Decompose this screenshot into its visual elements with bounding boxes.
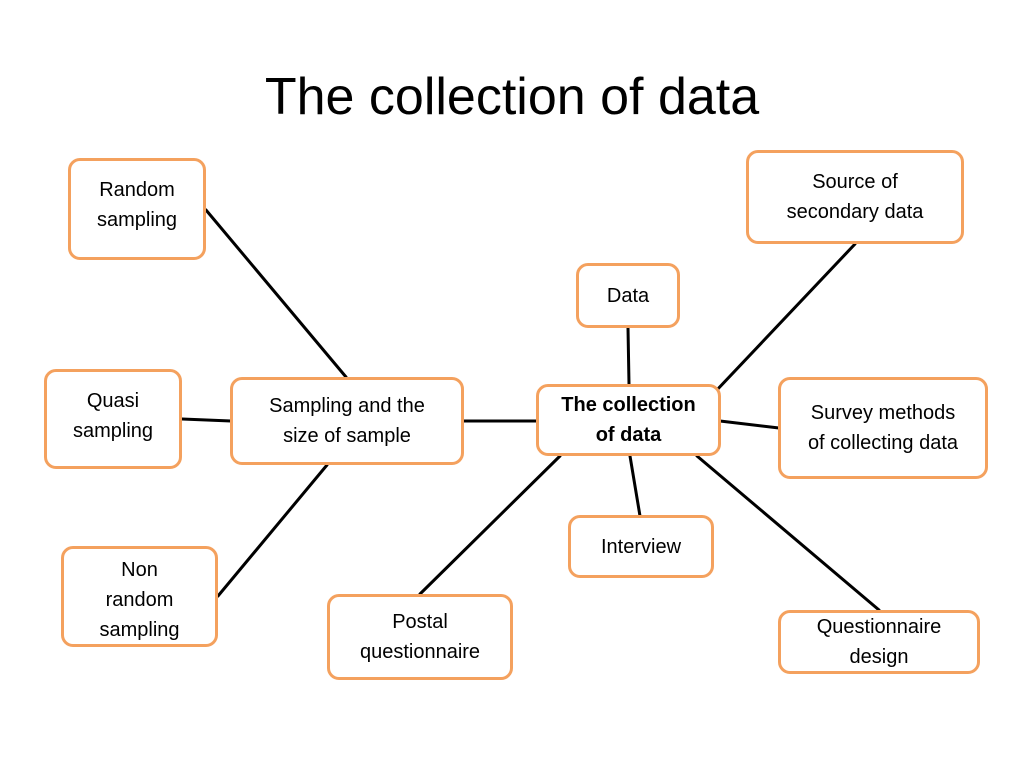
node-data-label: Data (606, 284, 650, 307)
connector-survey-methods (718, 419, 781, 430)
node-non-random-sampling[interactable]: Non random sampling (61, 546, 218, 647)
node-central-topic-label: The collection of data (561, 394, 696, 446)
node-non-random-sampling-label: Non random sampling (99, 559, 180, 641)
node-quasi-sampling[interactable]: Quasi sampling (44, 369, 182, 469)
connector-questionnaire-design (695, 454, 881, 612)
connector-interview (628, 454, 642, 518)
node-survey-methods-label: Survey methods of collecting data (807, 402, 959, 454)
node-interview-label: Interview (600, 535, 682, 558)
connector-random-sampling (204, 208, 348, 379)
node-interview[interactable]: Interview (568, 515, 714, 578)
node-postal-questionnaire[interactable]: Postal questionnaire (327, 594, 513, 680)
connector-postal-questionnaire (418, 454, 562, 596)
node-source-secondary-label: Source of secondary data (786, 171, 924, 223)
slide-title: The collection of data (264, 68, 760, 126)
node-sampling-size-label: Sampling and the size of sample (269, 395, 425, 447)
connector-non-random-sampling (216, 463, 329, 598)
node-questionnaire-design-label: Questionnaire design (816, 616, 942, 668)
node-survey-methods[interactable]: Survey methods of collecting data (778, 377, 988, 479)
node-sampling-size[interactable]: Sampling and the size of sample (230, 377, 464, 465)
node-postal-questionnaire-label: Postal questionnaire (359, 611, 481, 663)
connector-data (626, 326, 631, 386)
node-random-sampling[interactable]: Random sampling (68, 158, 206, 260)
node-quasi-sampling-label: Quasi sampling (72, 390, 154, 442)
connector-quasi-sampling (180, 417, 233, 423)
node-central-topic[interactable]: The collection of data (536, 384, 721, 456)
node-data[interactable]: Data (576, 263, 680, 328)
connector-source-secondary (713, 242, 857, 394)
node-random-sampling-label: Random sampling (96, 179, 178, 231)
node-questionnaire-design[interactable]: Questionnaire design (778, 610, 980, 674)
node-source-secondary[interactable]: Source of secondary data (746, 150, 964, 244)
